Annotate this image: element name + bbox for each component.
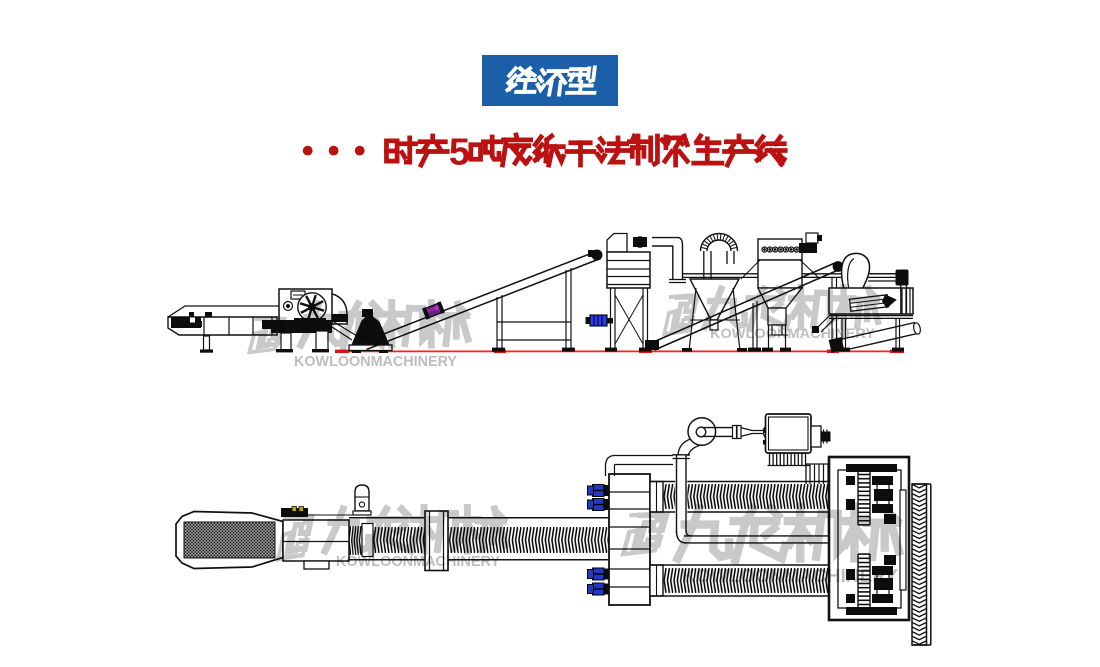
svg-text:KOWLOONMACHINERY: KOWLOONMACHINERY — [336, 554, 500, 570]
svg-text:KOWLOONMACHINERY: KOWLOONMACHINERY — [682, 565, 899, 586]
svg-text:KOWLOONMACHINERY: KOWLOONMACHINERY — [710, 325, 876, 341]
svg-text:5: 5 — [449, 132, 470, 174]
svg-text:KOWLOONMACHINERY: KOWLOONMACHINERY — [294, 353, 457, 370]
